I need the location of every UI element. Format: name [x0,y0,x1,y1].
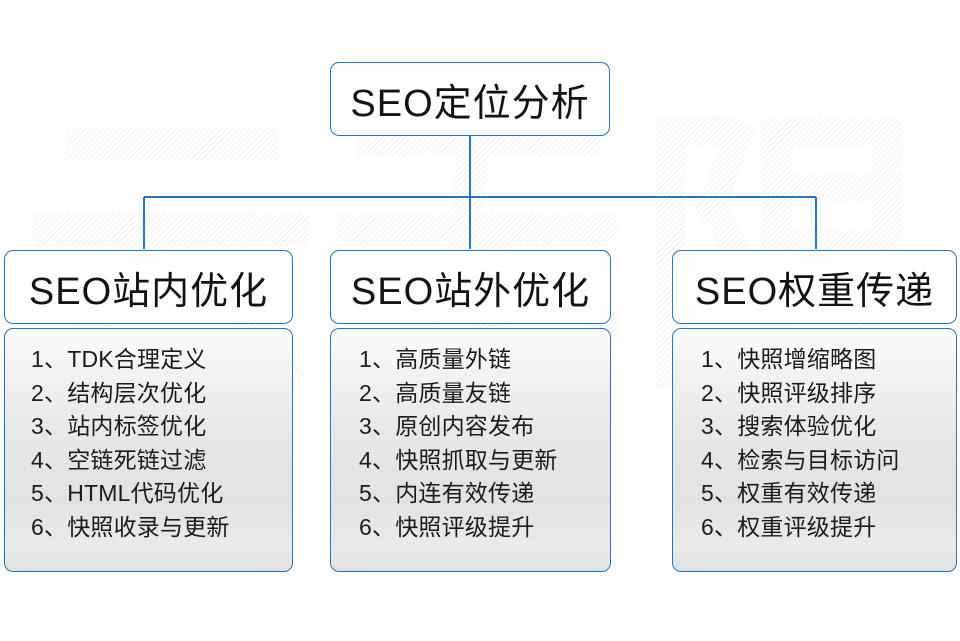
branch-header-label: SEO权重传递 [694,270,935,313]
branch-header-seo-onsite[interactable]: SEO站内优化 [4,250,293,324]
branch-item-list: 1、快照增缩略图 2、快照评级排序 3、搜索体验优化 4、检索与目标访问 5、权… [673,343,956,544]
list-item: 2、结构层次优化 [31,379,207,406]
list-item: 4、快照抓取与更新 [359,446,558,473]
list-item: 3、站内标签优化 [31,413,207,439]
branch-header-label: SEO站内优化 [28,270,269,313]
list-item: 3、原创内容发布 [359,413,535,439]
list-item: 6、快照评级提升 [359,513,535,540]
list-item: 5、HTML代码优化 [31,480,224,506]
list-item: 1、TDK合理定义 [31,346,207,372]
list-item: 5、权重有效传递 [701,480,877,506]
branch-item-list: 1、高质量外链 2、高质量友链 3、原创内容发布 4、快照抓取与更新 5、内连有… [331,343,610,544]
list-item: 2、快照评级排序 [701,379,877,406]
branch-column-seo-onsite: SEO站内优化 1、TDK合理定义 2、结构层次优化 3、站内标签优化 4、空链… [4,250,293,572]
list-item: 6、快照收录与更新 [31,513,230,540]
list-item: 3、搜索体验优化 [701,413,877,439]
list-item: 4、空链死链过滤 [31,446,207,473]
branch-column-seo-offsite: SEO站外优化 1、高质量外链 2、高质量友链 3、原创内容发布 4、快照抓取与… [330,250,611,572]
root-node-label: SEO定位分析 [350,82,590,125]
branch-header-seo-weight[interactable]: SEO权重传递 [672,250,957,324]
branch-body-seo-onsite: 1、TDK合理定义 2、结构层次优化 3、站内标签优化 4、空链死链过滤 5、H… [4,328,293,572]
list-item: 5、内连有效传递 [359,480,535,506]
list-item: 4、检索与目标访问 [701,446,900,473]
branch-item-list: 1、TDK合理定义 2、结构层次优化 3、站内标签优化 4、空链死链过滤 5、H… [5,343,292,544]
list-item: 1、高质量外链 [359,346,512,372]
branch-body-seo-offsite: 1、高质量外链 2、高质量友链 3、原创内容发布 4、快照抓取与更新 5、内连有… [330,328,611,572]
branch-column-seo-weight: SEO权重传递 1、快照增缩略图 2、快照评级排序 3、搜索体验优化 4、检索与… [672,250,957,572]
list-item: 2、高质量友链 [359,379,512,406]
list-item: 1、快照增缩略图 [701,346,877,372]
branch-header-label: SEO站外优化 [350,270,591,313]
list-item: 6、权重评级提升 [701,513,877,540]
branch-body-seo-weight: 1、快照增缩略图 2、快照评级排序 3、搜索体验优化 4、检索与目标访问 5、权… [672,328,957,572]
root-node[interactable]: SEO定位分析 [330,62,610,136]
branch-header-seo-offsite[interactable]: SEO站外优化 [330,250,611,324]
